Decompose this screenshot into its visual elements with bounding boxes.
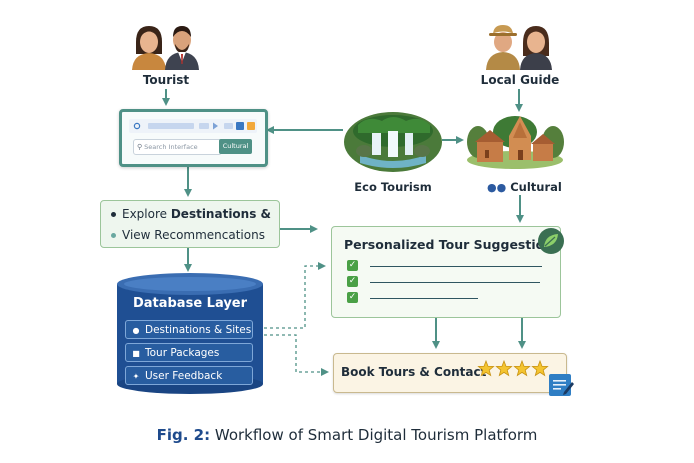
bullet-dot: [111, 212, 116, 217]
db-item-label: Destinations & Sites: [145, 324, 251, 336]
toolbar-icons: [129, 119, 257, 133]
star-icon: [496, 361, 511, 375]
dashed-db-to-suggestions: [258, 266, 324, 328]
db-item-tour-packages[interactable]: ■ Tour Packages: [125, 343, 253, 362]
browser-toolbar: [129, 119, 257, 133]
tourist-avatar-icon: [128, 22, 204, 70]
local-guide-avatar-icon: [484, 22, 556, 70]
suggestion-line: [370, 298, 478, 299]
booking-form-icon: [548, 372, 574, 398]
eco-tourism-label: Eco Tourism: [344, 180, 442, 194]
personalized-suggestions-box[interactable]: Personalized Tour Suggestions ✓ ✓ ✓: [331, 226, 561, 318]
explore-line2-text: View Recommencations: [122, 228, 265, 242]
search-icon: ⚲: [137, 143, 142, 151]
package-icon: ■: [132, 344, 140, 363]
feedback-icon: ✦: [132, 367, 140, 386]
rating-stars: [478, 360, 552, 378]
suggestions-title: Personalized Tour Suggestions: [344, 237, 561, 252]
explore-line-1: Explore Destinations &: [111, 207, 271, 221]
caption-prefix: Fig. 2:: [157, 426, 210, 444]
book-tours-label: Book Tours & Contact: [341, 365, 486, 379]
check-icon: ✓: [347, 276, 358, 287]
leaf-icon: [537, 227, 565, 255]
cultural-temple-image: [465, 112, 565, 170]
database-title: Database Layer: [115, 296, 265, 311]
cultural-label-row: ●● Cultural: [487, 180, 559, 194]
local-guide-label: Local Guide: [476, 73, 564, 87]
search-input[interactable]: ⚲Search Interface: [133, 139, 222, 155]
cultural-label: Cultural: [510, 180, 562, 194]
db-item-user-feedback[interactable]: ✦ User Feedback: [125, 366, 253, 385]
suggestion-line: [370, 282, 540, 283]
db-item-label: User Feedback: [145, 370, 222, 382]
star-icon: [514, 361, 529, 375]
eco-tourism-waterfall-image: [344, 111, 442, 173]
suggestion-line: [370, 266, 542, 267]
explore-line-2: View Recommencations: [111, 228, 265, 242]
db-item-destinations[interactable]: ● Destinations & Sites: [125, 320, 253, 339]
db-item-label: Tour Packages: [145, 347, 219, 359]
star-icon: [478, 361, 493, 375]
bullet-dot: [111, 233, 116, 238]
star-icon: [532, 361, 547, 375]
search-placeholder: Search Interface: [144, 143, 198, 151]
dashed-db-to-book: [258, 335, 327, 372]
check-icon: ✓: [347, 260, 358, 271]
cultural-filter-button[interactable]: Cultural: [219, 139, 252, 154]
map-pin-icon: ●: [132, 321, 140, 340]
search-interface-panel[interactable]: ⚲Search Interface Cultural: [119, 109, 268, 167]
tourist-label: Tourist: [128, 73, 204, 87]
check-icon: ✓: [347, 292, 358, 303]
explore-prefix: Explore: [122, 207, 171, 221]
explore-destinations-box[interactable]: Explore Destinations & View Recommencati…: [100, 200, 280, 248]
figure-caption: Fig. 2: Workflow of Smart Digital Touris…: [0, 426, 694, 444]
tourists-group-icon: ●●: [487, 181, 506, 194]
caption-text: Workflow of Smart Digital Tourism Platfo…: [215, 426, 538, 444]
explore-bold: Destinations &: [171, 207, 271, 221]
